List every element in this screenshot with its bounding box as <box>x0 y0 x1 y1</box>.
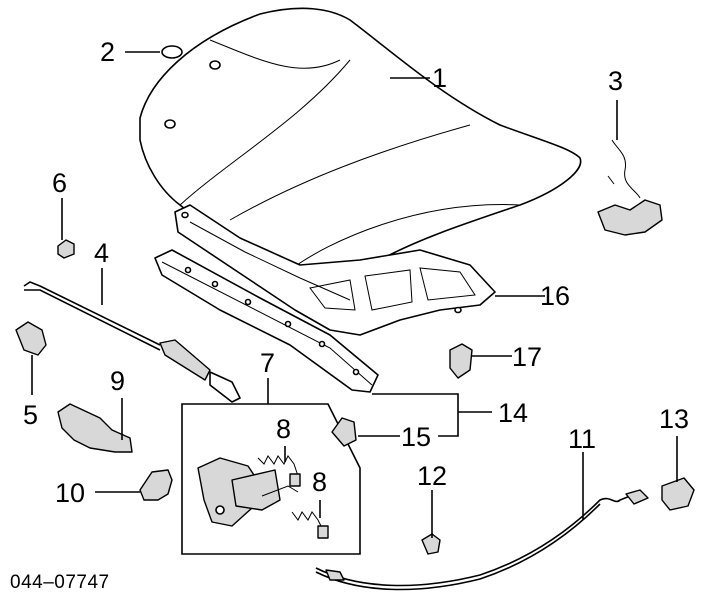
callout-9: 9 <box>110 366 125 396</box>
hood-inner-frame <box>174 204 496 336</box>
callout-2: 2 <box>100 37 115 67</box>
callout-17: 17 <box>512 342 542 372</box>
callout-1: 1 <box>432 63 447 93</box>
hood-cushion <box>57 239 75 259</box>
callout-8-lower: 8 <box>312 467 327 497</box>
callout-labels: 1 2 3 4 5 6 7 8 8 9 10 11 12 13 14 15 16… <box>23 37 689 508</box>
hinge-bracket <box>139 469 173 501</box>
leader-lines <box>31 51 678 538</box>
lock-clip <box>331 417 357 447</box>
hood-lock-assembly <box>181 403 361 555</box>
callout-12: 12 <box>417 461 447 491</box>
callout-7: 7 <box>260 348 275 378</box>
hood-support-rod <box>23 281 241 403</box>
hood-hinge <box>57 403 133 453</box>
callout-10: 10 <box>55 478 85 508</box>
callout-11: 11 <box>568 424 596 454</box>
callout-6: 6 <box>52 168 67 198</box>
diagram-number: 044–07747 <box>10 572 110 593</box>
hood-seal-clip <box>597 139 663 236</box>
callout-8-upper: 8 <box>276 414 291 444</box>
callout-4: 4 <box>94 238 109 268</box>
rod-holder <box>15 321 47 356</box>
callout-3: 3 <box>608 66 623 96</box>
hood-lock-spring-lower <box>291 511 329 539</box>
release-lever <box>661 477 695 511</box>
callout-5: 5 <box>23 400 38 430</box>
callout-16: 16 <box>540 281 570 311</box>
cable-clamp <box>421 533 441 555</box>
hood-release-cable <box>315 489 649 591</box>
hood-plug <box>161 45 183 59</box>
hood-lock-support <box>154 249 379 393</box>
callout-14: 14 <box>498 398 528 428</box>
bumper-stop <box>449 343 473 379</box>
hood-lock-spring-upper <box>257 455 301 487</box>
callout-13: 13 <box>659 404 689 434</box>
callout-15: 15 <box>401 422 431 452</box>
